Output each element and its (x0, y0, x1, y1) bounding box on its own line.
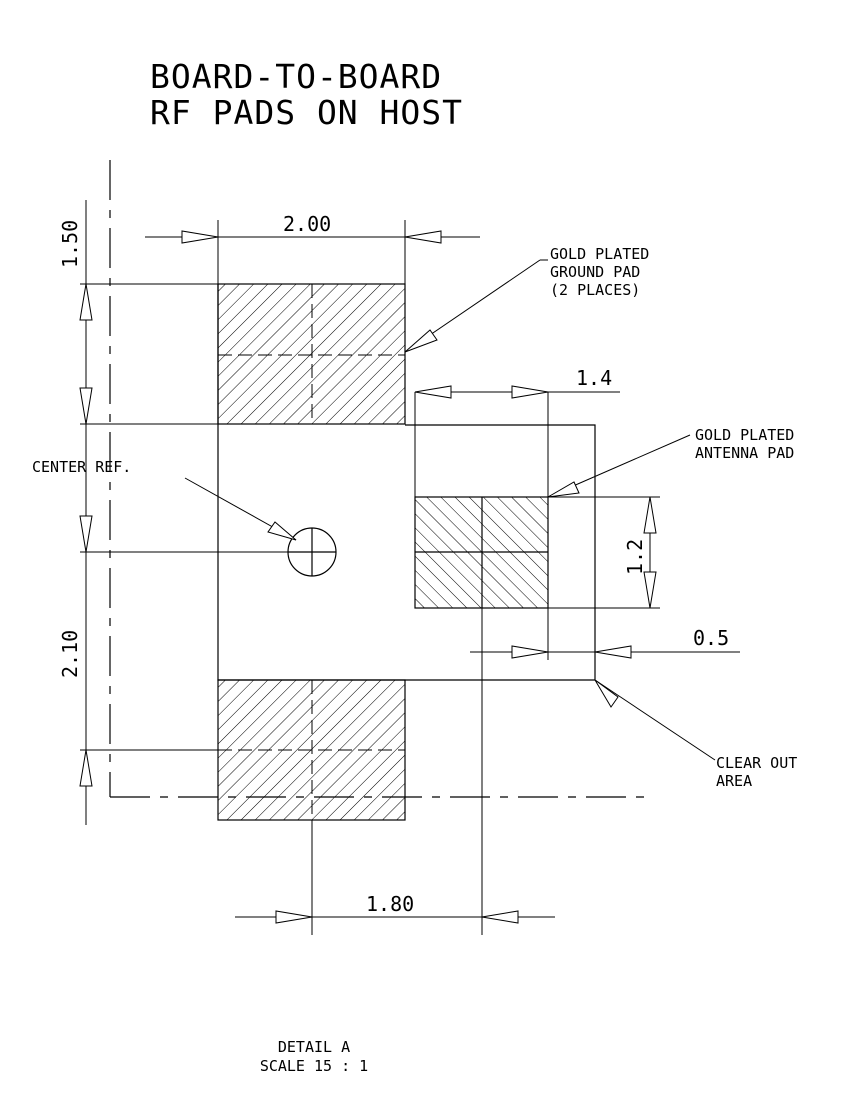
dim-1-80: 1.80 (366, 892, 414, 916)
title-line-2: RF PADS ON HOST (150, 93, 463, 132)
dim-2-10: 2.10 (58, 630, 82, 678)
antenna-pad-note: GOLD PLATED ANTENNA PAD (695, 426, 794, 462)
antenna-pad (415, 497, 548, 608)
center-ref-note: CENTER REF. (32, 458, 131, 476)
title-line-1: BOARD-TO-BOARD (150, 57, 442, 96)
ground-pad-note-line-2: GROUND PAD (550, 263, 640, 281)
dim-2-00: 2.00 (283, 212, 331, 236)
ground-pad-note: GOLD PLATED GROUND PAD (2 PLACES) (550, 245, 649, 299)
clear-out-note: CLEAR OUT AREA (716, 754, 797, 790)
lower-ground-pad (218, 680, 405, 820)
clear-out-note-line-2: AREA (716, 772, 752, 790)
dim-1-50: 1.50 (58, 220, 82, 268)
clear-out-note-line-1: CLEAR OUT (716, 754, 797, 772)
ground-pad-note-line-3: (2 PLACES) (550, 281, 640, 299)
detail-scale: SCALE 15 : 1 (260, 1057, 368, 1075)
dim-0-5: 0.5 (693, 626, 729, 650)
ground-pad-note-line-1: GOLD PLATED (550, 245, 649, 263)
dim-1-2: 1.2 (623, 539, 647, 575)
antenna-pad-note-line-2: ANTENNA PAD (695, 444, 794, 462)
antenna-pad-note-line-1: GOLD PLATED (695, 426, 794, 444)
upper-ground-pad (218, 284, 405, 424)
detail-label: DETAIL A (278, 1038, 350, 1056)
dim-1-4: 1.4 (576, 366, 612, 390)
center-reference-mark (288, 528, 336, 576)
